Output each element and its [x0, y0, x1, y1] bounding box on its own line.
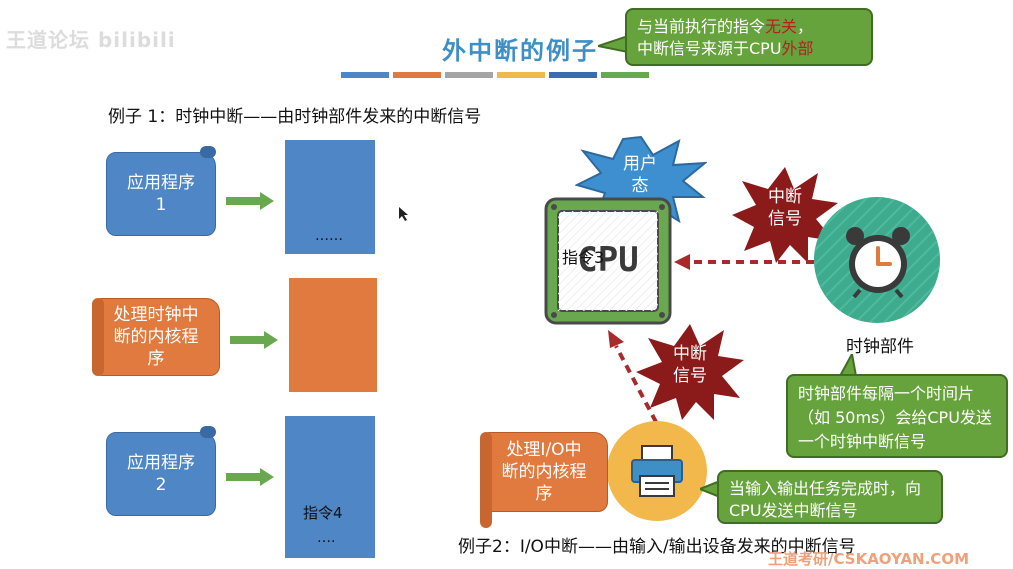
title-stripe-4	[497, 72, 545, 78]
scroll-clock-handler-label: 处理时钟中断的内核程序	[113, 305, 199, 369]
memory-block-clock-handler	[289, 278, 377, 392]
slide-title: 外中断的例子	[442, 36, 598, 65]
callout-line1-suffix: ，	[797, 17, 814, 36]
memory-block-app2: 指令4 ….	[285, 416, 375, 558]
clock-signal-burst-icon	[732, 167, 838, 263]
io-callout-tail	[700, 479, 720, 499]
block1-ellipsis: ……	[315, 228, 343, 244]
scroll-clock-handler-curl	[92, 298, 104, 376]
scroll-clock-handler: 处理时钟中断的内核程序	[92, 298, 220, 376]
arrow-2	[230, 331, 278, 349]
title-stripe-1	[341, 72, 389, 78]
io-callout: 当输入输出任务完成时，向CPU发送中断信号	[717, 470, 943, 524]
io-signal-label: 中断信号	[673, 344, 707, 386]
clock-signal-label: 中断信号	[768, 187, 802, 229]
watermark-bottom-right: 王道考研/CSKAOYAN.COM	[768, 550, 969, 568]
callout-line1-prefix: 与当前执行的指令	[637, 17, 766, 36]
scroll-app2-curl	[200, 426, 216, 438]
scroll-app2: 应用程序 2	[106, 432, 216, 516]
scroll-io-handler: 处理I/O中断的内核程序	[480, 432, 608, 512]
printer-to-cpu-arrow	[608, 330, 658, 423]
clock-to-cpu-arrow	[674, 254, 814, 270]
instruction3-label: 指令3	[562, 248, 605, 267]
arrow-3	[226, 468, 274, 486]
cpu-label: CPU	[577, 240, 639, 280]
title-stripe-5	[549, 72, 597, 78]
scroll-io-handler-label: 处理I/O中断的内核程序	[501, 440, 587, 504]
clock-callout: 时钟部件每隔一个时间片（如 50ms）会给CPU发送一个时钟中断信号	[786, 374, 1008, 458]
scroll-app1-label: 应用程序 1	[127, 173, 195, 215]
title-stripe-2	[393, 72, 441, 78]
user-mode-label: 用户态	[623, 154, 657, 196]
callout-line2-emph: 外部	[781, 39, 814, 58]
alarm-clock-icon	[846, 227, 910, 298]
callout-line1-emph: 无关	[765, 17, 798, 36]
scroll-io-handler-curl	[480, 432, 492, 528]
block3-instruction: 指令4	[303, 504, 343, 522]
scroll-app2-label: 应用程序 2	[127, 453, 195, 495]
scroll-app1-curl	[200, 146, 216, 158]
example1-title: 例子 1：时钟中断——由时钟部件发来的中断信号	[108, 107, 482, 127]
title-stripe-3	[445, 72, 493, 78]
callout-line2-prefix: 中断信号来源于CPU	[637, 39, 782, 58]
clock-label: 时钟部件	[846, 337, 914, 357]
mouse-cursor-icon	[399, 207, 408, 221]
title-stripe-6	[601, 72, 649, 78]
cpu-chip-icon	[544, 197, 672, 325]
block3-ellipsis: ….	[317, 530, 336, 546]
watermark-text: 王道论坛 bilibili	[6, 28, 176, 52]
memory-block-app1: ……	[285, 140, 375, 254]
top-callout: 与当前执行的指令无关， 中断信号来源于CPU外部	[625, 8, 873, 66]
printer-icon	[631, 445, 683, 497]
scroll-app1: 应用程序 1	[106, 152, 216, 236]
example2-title: 例子2：I/O中断——由输入/输出设备发来的中断信号	[458, 537, 856, 557]
arrow-1	[226, 192, 274, 210]
callout-tail	[598, 34, 628, 54]
io-signal-burst-icon	[636, 324, 744, 420]
